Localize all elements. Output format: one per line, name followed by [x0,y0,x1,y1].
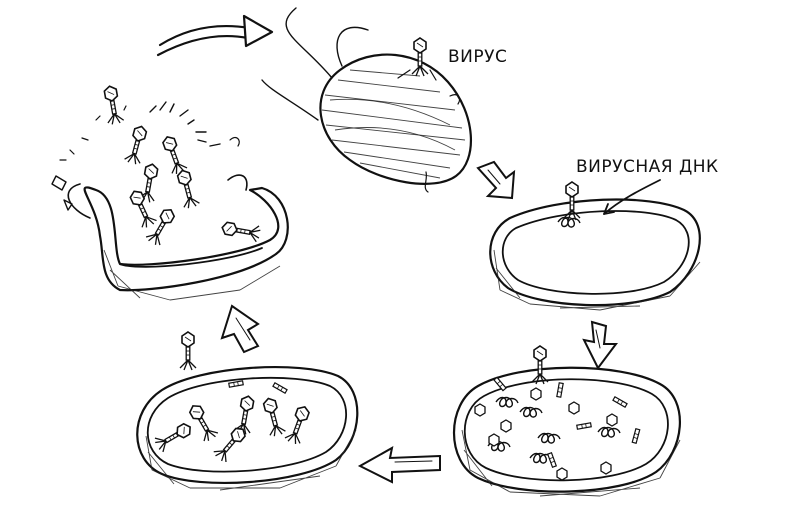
virus-attached-icon-3 [179,331,197,371]
burst-bacterium [67,174,289,301]
bacterium-3 [452,366,682,497]
virus-attached-icon-2 [531,345,549,385]
stage-assembly [136,331,359,491]
arrow-top [156,14,274,57]
label-viral-dna: ВИРУСНАЯ ДНК [576,157,719,177]
stage-lysis [51,84,289,301]
arrow-bottom [357,446,441,484]
bacterium-4 [136,365,359,491]
bacterium-2 [489,198,701,311]
arrow-right-upper [476,160,516,200]
stage-attachment: ВИРУС [261,7,507,193]
flagella [261,7,461,193]
bacterium-1 [319,53,473,185]
stage-injection: ВИРУСНАЯ ДНК [489,157,719,311]
arrow-left [220,304,260,354]
virus-icon [411,37,429,77]
stage-replication [452,345,682,497]
arrow-right-lower [582,320,618,370]
label-virus: ВИРУС [448,47,507,67]
released-phages [100,84,262,248]
debris [51,101,240,211]
cycle-arrows [156,14,618,484]
